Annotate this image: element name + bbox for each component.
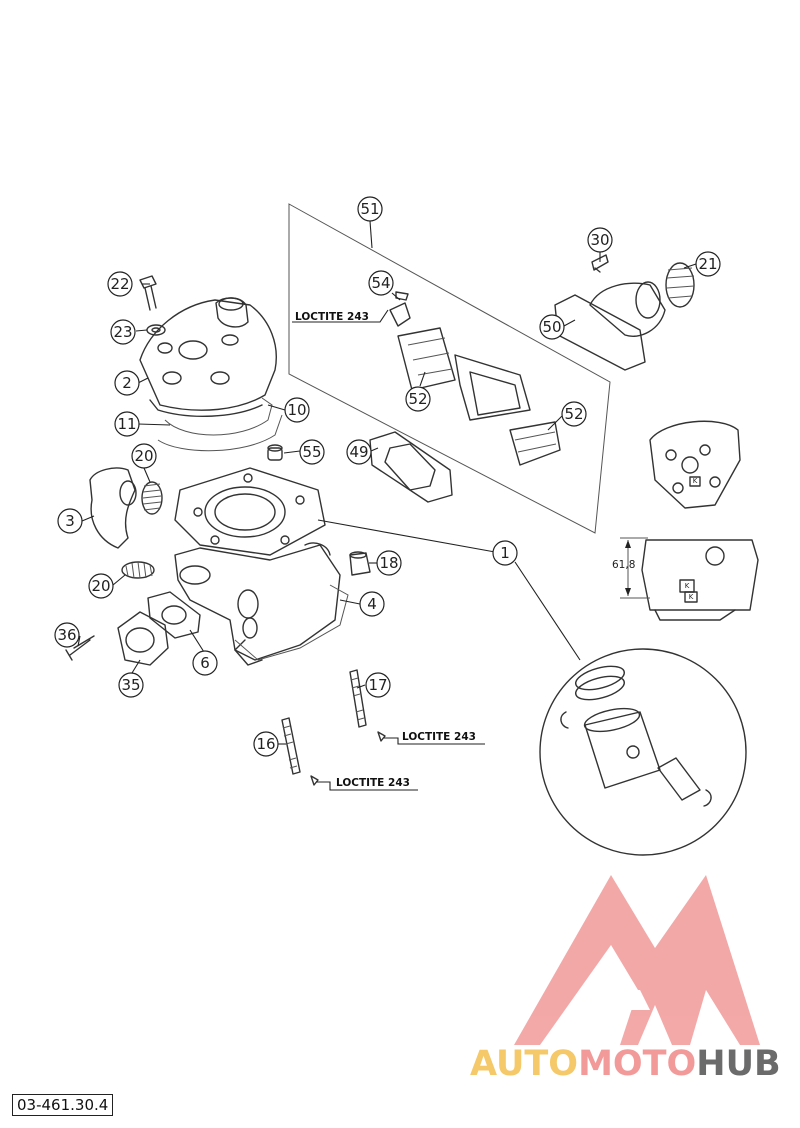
- head-detail-inset: K K K: [620, 420, 759, 621]
- svg-text:21: 21: [698, 255, 717, 273]
- callout-6: 6: [192, 650, 218, 676]
- watermark-logo: [514, 875, 760, 1045]
- svg-text:22: 22: [110, 275, 129, 293]
- callout-35: 35: [118, 672, 144, 698]
- gasket-49-part: [369, 431, 453, 503]
- svg-text:30: 30: [590, 231, 609, 249]
- callout-21: 21: [695, 251, 721, 277]
- callout-10: 10: [284, 397, 310, 423]
- intake-manifold-part: [554, 254, 695, 371]
- svg-text:18: 18: [379, 554, 398, 572]
- callout-22: 22: [107, 271, 133, 297]
- reed-valve-group-frame: [288, 203, 611, 534]
- cylinder-part: [174, 467, 341, 666]
- loctite-label-1: LOCTITE 243: [295, 311, 369, 323]
- svg-text:50: 50: [542, 318, 561, 336]
- head-mark-k: K: [693, 477, 698, 485]
- callout-11: 11: [114, 411, 140, 437]
- loctite-label-3: LOCTITE 243: [336, 777, 410, 789]
- svg-text:51: 51: [360, 200, 379, 218]
- exhaust-elbow-part: [89, 467, 137, 549]
- cylinder-mark-k-2: K: [689, 593, 694, 601]
- piston-kit-inset: [539, 648, 747, 856]
- svg-text:54: 54: [371, 274, 390, 292]
- plug-55-part: [267, 444, 283, 461]
- brand-part-hub: HUB: [696, 1044, 781, 1084]
- bolt-22-part: [139, 275, 166, 336]
- svg-text:3: 3: [65, 512, 75, 530]
- svg-text:6: 6: [200, 654, 210, 672]
- callout-17: 17: [365, 672, 391, 698]
- svg-text:49: 49: [349, 443, 368, 461]
- callout-1: 1: [492, 540, 518, 566]
- callout-20b: 20: [88, 573, 114, 599]
- studs-part: [281, 669, 386, 786]
- callout-3: 3: [57, 508, 83, 534]
- svg-text:55: 55: [302, 443, 321, 461]
- svg-text:20: 20: [134, 447, 153, 465]
- svg-text:1: 1: [500, 544, 510, 562]
- dimension-height-label: 61,8: [612, 559, 635, 571]
- callout-18: 18: [376, 550, 402, 576]
- svg-text:36: 36: [57, 626, 76, 644]
- cylinder-head-part: [139, 297, 277, 417]
- document-number: 03-461.30.4: [12, 1094, 114, 1116]
- nut-18-part: [349, 551, 371, 576]
- svg-text:4: 4: [367, 595, 377, 613]
- callout-51: 51: [357, 196, 383, 222]
- loctite-label-2: LOCTITE 243: [402, 731, 476, 743]
- callout-50: 50: [539, 314, 565, 340]
- svg-text:16: 16: [256, 735, 275, 753]
- svg-text:11: 11: [117, 415, 136, 433]
- base-gasket-part: [234, 584, 349, 661]
- head-gaskets-part: [157, 397, 283, 452]
- svg-text:23: 23: [113, 323, 132, 341]
- callout-52a: 52: [405, 386, 431, 412]
- watermark-brand-text: AUTOMOTOHUB: [470, 1044, 800, 1084]
- callout-54: 54: [368, 270, 394, 296]
- svg-text:20: 20: [91, 577, 110, 595]
- callout-30: 30: [587, 227, 613, 253]
- callout-20a: 20: [131, 443, 157, 469]
- callout-55: 55: [299, 439, 325, 465]
- cylinder-mark-k-1: K: [685, 582, 690, 590]
- callout-36: 36: [54, 622, 80, 648]
- callout-49: 49: [346, 439, 372, 465]
- callout-4: 4: [359, 591, 385, 617]
- callout-52b: 52: [561, 401, 587, 427]
- intake-flange-part: [65, 591, 201, 666]
- leader-lines: [77, 220, 697, 791]
- callout-2: 2: [114, 370, 140, 396]
- svg-text:52: 52: [564, 405, 583, 423]
- callout-23: 23: [110, 319, 136, 345]
- svg-text:17: 17: [368, 676, 387, 694]
- svg-text:2: 2: [122, 374, 132, 392]
- svg-text:52: 52: [408, 390, 427, 408]
- brand-part-auto: AUTO: [470, 1044, 579, 1084]
- brand-part-moto: MOTO: [578, 1044, 697, 1084]
- svg-text:10: 10: [287, 401, 306, 419]
- callout-16: 16: [253, 731, 279, 757]
- reed-valve-parts: [389, 291, 561, 466]
- svg-text:35: 35: [121, 676, 140, 694]
- springs-20-part: [121, 481, 163, 579]
